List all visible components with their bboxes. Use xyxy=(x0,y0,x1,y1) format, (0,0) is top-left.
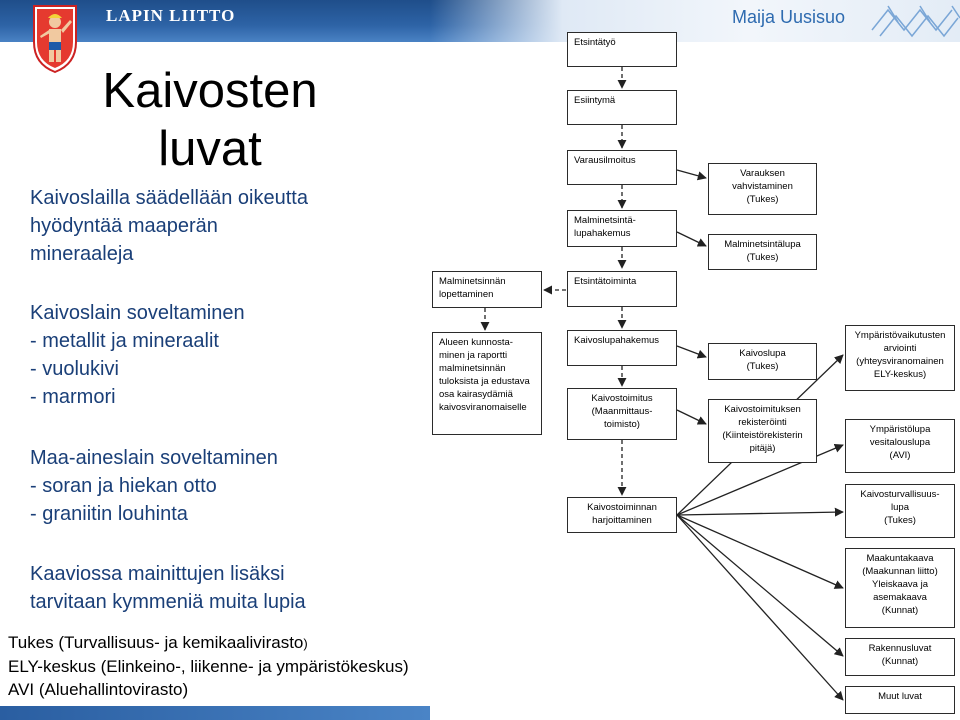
flow-box-malminetsintalupa: Malminetsintälupa (Tukes) xyxy=(708,234,817,270)
flow-box-varauksen-vahvistaminen: Varauksen vahvistaminen (Tukes) xyxy=(708,163,817,215)
flow-box-malminetsinta-hakemus: Malminetsintä- lupahakemus xyxy=(567,210,677,247)
flow-box-malminetsinnan-lopettaminen: Malminetsinnän lopettaminen xyxy=(432,271,542,308)
flow-box-kaavat: Maakuntakaava (Maakunnan liitto) Yleiska… xyxy=(845,548,955,628)
flow-box-esiintyma: Esiintymä xyxy=(567,90,677,125)
flow-box-etsintatyo: Etsintätyö xyxy=(567,32,677,67)
arrow-connector xyxy=(677,515,843,656)
arrow-connector xyxy=(677,346,706,357)
arrow-connector xyxy=(677,515,843,700)
flow-box-muut-luvat: Muut luvat xyxy=(845,686,955,714)
arrow-connector xyxy=(677,232,706,246)
arrow-connector xyxy=(677,515,843,588)
flow-box-kaivostoimitus: Kaivostoimitus (Maanmittaus- toimisto) xyxy=(567,388,677,440)
flow-box-kaivoslupa: Kaivoslupa (Tukes) xyxy=(708,343,817,380)
arrow-connector xyxy=(677,170,706,178)
arrow-connector xyxy=(677,512,843,515)
flow-box-alueen-kunnostaminen: Alueen kunnosta- minen ja raportti malmi… xyxy=(432,332,542,435)
flow-box-etsintatoiminta: Etsintätoiminta xyxy=(567,271,677,307)
flow-box-varausilmoitus: Varausilmoitus xyxy=(567,150,677,185)
flow-box-kaivostoiminnan-harjoittaminen: Kaivostoiminnan harjoittaminen xyxy=(567,497,677,533)
flow-box-ymparistolupa: Ympäristölupa vesitalouslupa (AVI) xyxy=(845,419,955,473)
flow-box-rakennusluvat: Rakennusluvat (Kunnat) xyxy=(845,638,955,676)
flow-box-kaivostoimituksen-rekisterointi: Kaivostoimituksen rekisteröinti (Kiintei… xyxy=(708,399,817,463)
flow-box-ymparistovaikutusten-arviointi: Ympäristövaikutusten arviointi (yhteysvi… xyxy=(845,325,955,391)
flow-box-kaivoslupahakemus: Kaivoslupahakemus xyxy=(567,330,677,366)
arrow-connector xyxy=(677,410,706,424)
flow-box-kaivosturvallisuuslupa: Kaivosturvallisuus- lupa (Tukes) xyxy=(845,484,955,538)
